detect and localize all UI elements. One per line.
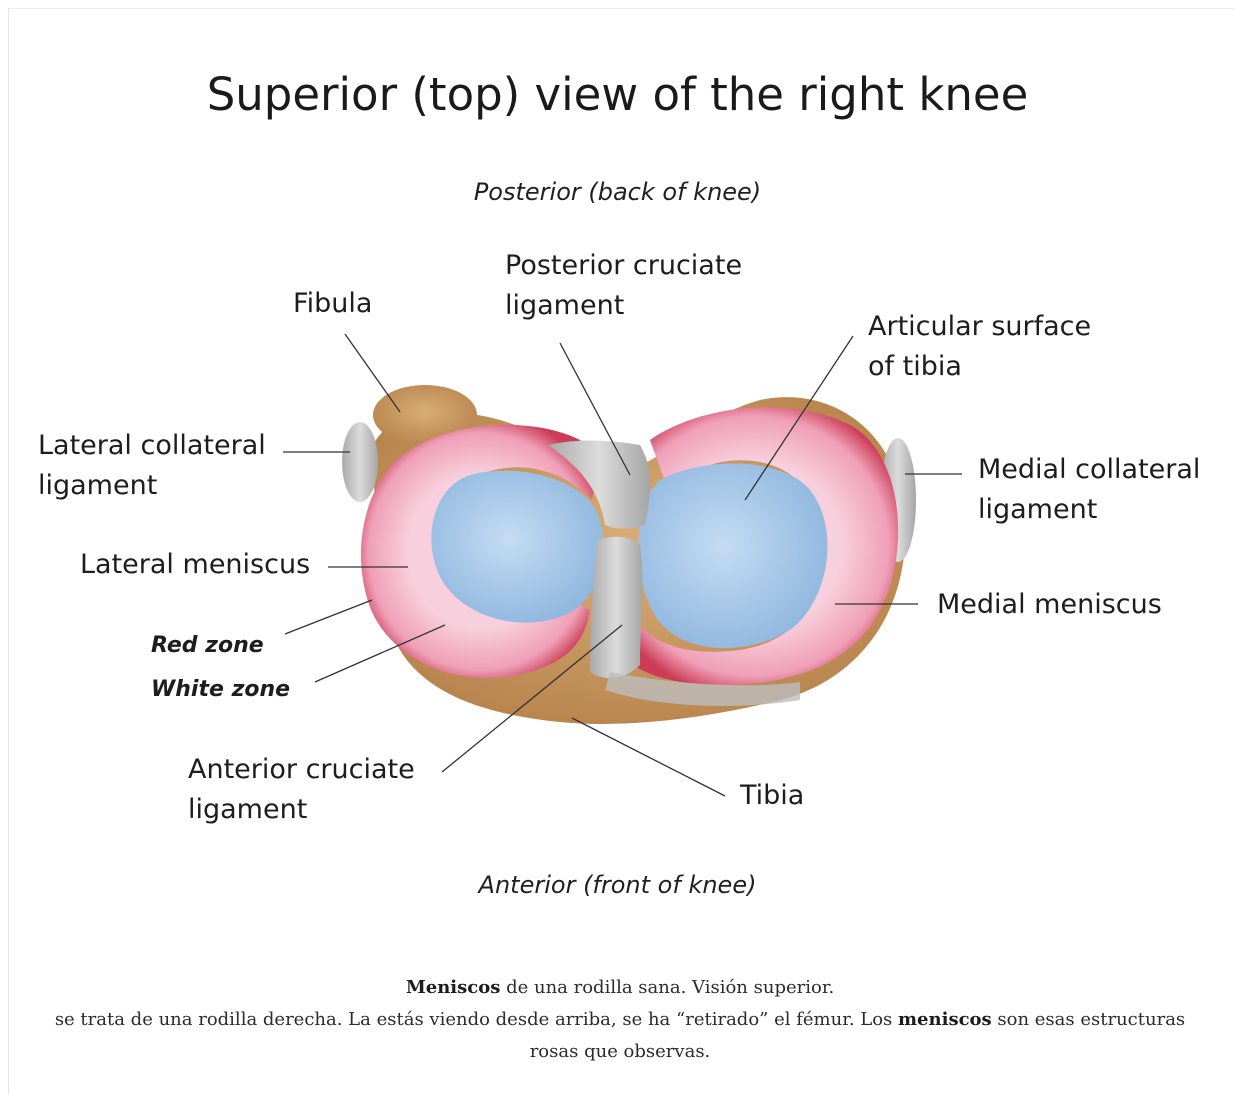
- caption-line-1-text: de una rodilla sana. Visión superior.: [500, 977, 834, 998]
- caption-line-2: se trata de una rodilla derecha. La está…: [40, 1004, 1200, 1068]
- medial-articular-surface: [638, 464, 827, 649]
- tibia-label: Tibia: [740, 776, 804, 816]
- posterior-cruciate-label: Posterior cruciate ligament: [505, 246, 742, 326]
- articular-surface-label: Articular surface of tibia: [868, 307, 1091, 387]
- lateral-collateral-label: Lateral collateral ligament: [38, 426, 266, 506]
- medial-meniscus-label: Medial meniscus: [937, 585, 1162, 625]
- anterior-cruciate-label: Anterior cruciate ligament: [188, 750, 415, 830]
- caption-bold-meniscos-2: meniscos: [898, 1009, 992, 1030]
- white-zone-label: White zone: [151, 677, 290, 702]
- fibula-label: Fibula: [293, 284, 372, 324]
- knee-diagram: Superior (top) view of the right knee Po…: [0, 0, 1235, 960]
- caption-line-1: Meniscos de una rodilla sana. Visión sup…: [40, 972, 1200, 1004]
- caption-bold-meniscos: Meniscos: [406, 977, 501, 998]
- figure-caption: Meniscos de una rodilla sana. Visión sup…: [40, 972, 1200, 1068]
- lateral-collateral-ligament-shape: [342, 422, 378, 502]
- red-zone-label: Red zone: [151, 633, 264, 658]
- lateral-meniscus-label: Lateral meniscus: [80, 545, 310, 585]
- caption-line-2-text-a: se trata de una rodilla derecha. La está…: [55, 1009, 898, 1030]
- anterior-cruciate-ligament-shape: [590, 537, 642, 678]
- medial-collateral-label: Medial collateral ligament: [978, 450, 1200, 530]
